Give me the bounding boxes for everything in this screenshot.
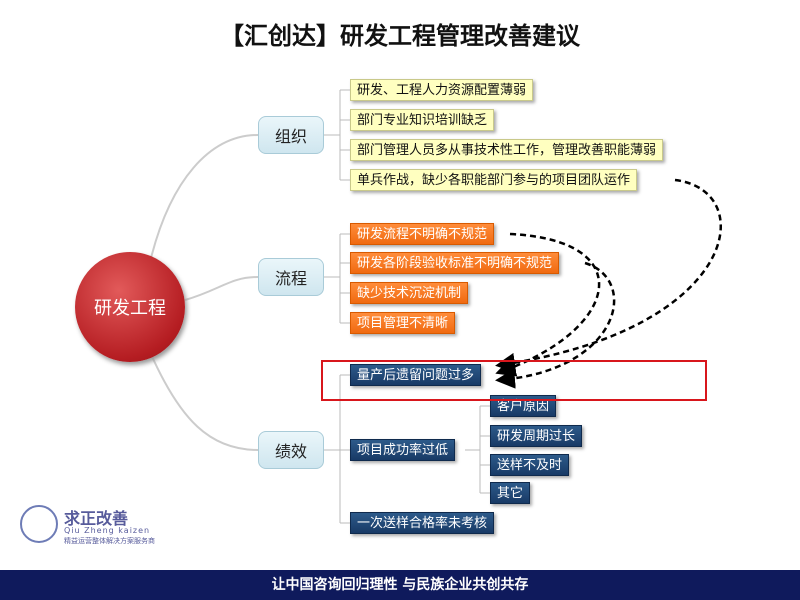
- org-item[interactable]: 研发、工程人力资源配置薄弱: [350, 79, 534, 101]
- performance-item[interactable]: 一次送样合格率未考核: [350, 512, 495, 534]
- category-organization[interactable]: 组织: [258, 116, 324, 154]
- sub-item[interactable]: 送样不及时: [490, 454, 570, 476]
- watermark-logo: 求正改善 Qiu Zheng kaizen 精益运营整体解决方案服务商: [20, 505, 190, 549]
- footer-slogan: 让中国咨询回归理性 与民族企业共创共存: [0, 570, 800, 600]
- performance-item[interactable]: 量产后遗留问题过多: [350, 364, 482, 386]
- watermark-name: 求正改善: [64, 509, 129, 528]
- org-item[interactable]: 部门专业知识培训缺乏: [350, 109, 495, 131]
- process-item[interactable]: 项目管理不清晰: [350, 312, 456, 334]
- process-item[interactable]: 缺少技术沉淀机制: [350, 282, 469, 304]
- page-title: 【汇创达】研发工程管理改善建议: [220, 22, 580, 50]
- org-item[interactable]: 单兵作战，缺少各职能部门参与的项目团队运作: [350, 169, 638, 191]
- category-process[interactable]: 流程: [258, 258, 324, 296]
- sub-item[interactable]: 其它: [490, 482, 531, 504]
- org-item[interactable]: 部门管理人员多从事技术性工作，管理改善职能薄弱: [350, 139, 664, 161]
- category-performance[interactable]: 绩效: [258, 431, 324, 469]
- performance-item[interactable]: 项目成功率过低: [350, 439, 456, 461]
- logo-circle-icon: [20, 505, 58, 543]
- process-item[interactable]: 研发流程不明确不规范: [350, 223, 495, 245]
- sub-item[interactable]: 研发周期过长: [490, 425, 583, 447]
- highlight-box: [321, 360, 707, 401]
- process-item[interactable]: 研发各阶段验收标准不明确不规范: [350, 252, 560, 274]
- watermark-pinyin: Qiu Zheng kaizen: [64, 526, 151, 535]
- root-node[interactable]: 研发工程: [75, 252, 185, 362]
- watermark-tagline: 精益运营整体解决方案服务商: [64, 537, 155, 545]
